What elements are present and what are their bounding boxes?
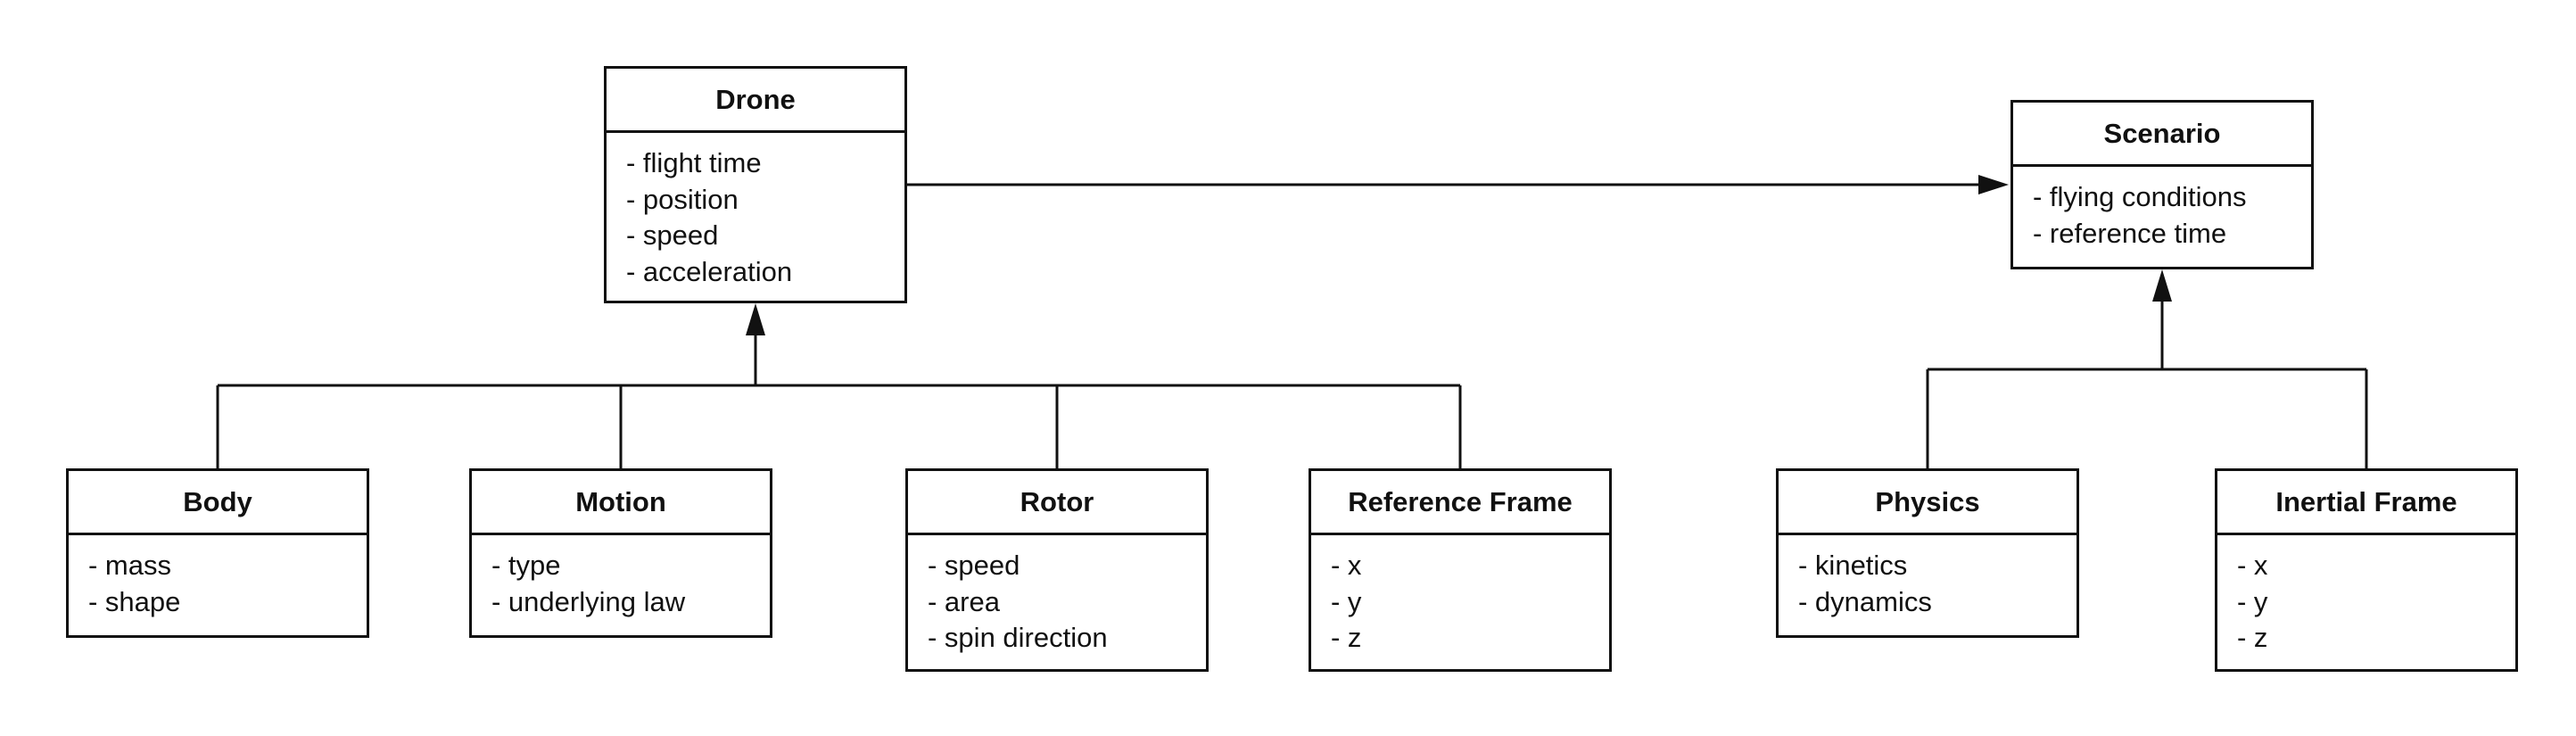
attribute-list: - x - y - z <box>2217 535 2515 657</box>
attribute: - y <box>1331 585 1362 617</box>
class-rotor[interactable]: Rotor - speed - area - spin direction <box>905 468 1209 672</box>
class-name: Physics <box>1779 471 2076 535</box>
class-name: Motion <box>472 471 770 535</box>
class-drone[interactable]: Drone - flight time - position - speed -… <box>604 66 907 303</box>
class-name: Scenario <box>2013 103 2311 167</box>
attribute: - area <box>928 585 1000 617</box>
attribute: - shape <box>88 585 181 617</box>
attribute: - flight time <box>626 147 762 178</box>
attribute: - x <box>1331 550 1362 581</box>
class-name: Drone <box>607 69 904 133</box>
drone-to-scenario-arrowhead <box>1978 175 2009 194</box>
attribute: - type <box>491 550 561 581</box>
drone-tree-arrowhead <box>746 303 765 335</box>
attribute: - position <box>626 183 739 215</box>
class-reference-frame[interactable]: Reference Frame - x - y - z <box>1309 468 1612 672</box>
class-name: Reference Frame <box>1311 471 1609 535</box>
attribute: - mass <box>88 550 171 581</box>
attribute: - speed <box>928 550 1020 581</box>
attribute: - y <box>2237 585 2268 617</box>
attribute-list: - kinetics - dynamics <box>1779 535 2076 620</box>
class-name: Body <box>69 471 367 535</box>
attribute: - speed <box>626 219 719 251</box>
attribute: - z <box>1331 622 1362 653</box>
class-inertial-frame[interactable]: Inertial Frame - x - y - z <box>2215 468 2518 672</box>
attribute: - flying conditions <box>2033 181 2247 212</box>
class-body[interactable]: Body - mass - shape <box>66 468 369 638</box>
attribute-list: - type - underlying law <box>472 535 770 620</box>
attribute-list: - x - y - z <box>1311 535 1609 657</box>
attribute: - dynamics <box>1798 585 1932 617</box>
class-name: Rotor <box>908 471 1206 535</box>
attribute: - x <box>2237 550 2268 581</box>
attribute: - z <box>2237 622 2268 653</box>
attribute-list: - flying conditions - reference time <box>2013 167 2311 252</box>
attribute: - acceleration <box>626 255 793 287</box>
attribute: - reference time <box>2033 217 2227 249</box>
attribute-list: - flight time - position - speed - accel… <box>607 133 904 290</box>
class-physics[interactable]: Physics - kinetics - dynamics <box>1776 468 2079 638</box>
attribute: - spin direction <box>928 622 1108 653</box>
attribute-list: - speed - area - spin direction <box>908 535 1206 657</box>
class-scenario[interactable]: Scenario - flying conditions - reference… <box>2010 100 2314 269</box>
attribute-list: - mass - shape <box>69 535 367 620</box>
attribute: - underlying law <box>491 585 686 617</box>
class-motion[interactable]: Motion - type - underlying law <box>469 468 772 638</box>
class-name: Inertial Frame <box>2217 471 2515 535</box>
scenario-tree-arrowhead <box>2152 269 2172 302</box>
attribute: - kinetics <box>1798 550 1908 581</box>
